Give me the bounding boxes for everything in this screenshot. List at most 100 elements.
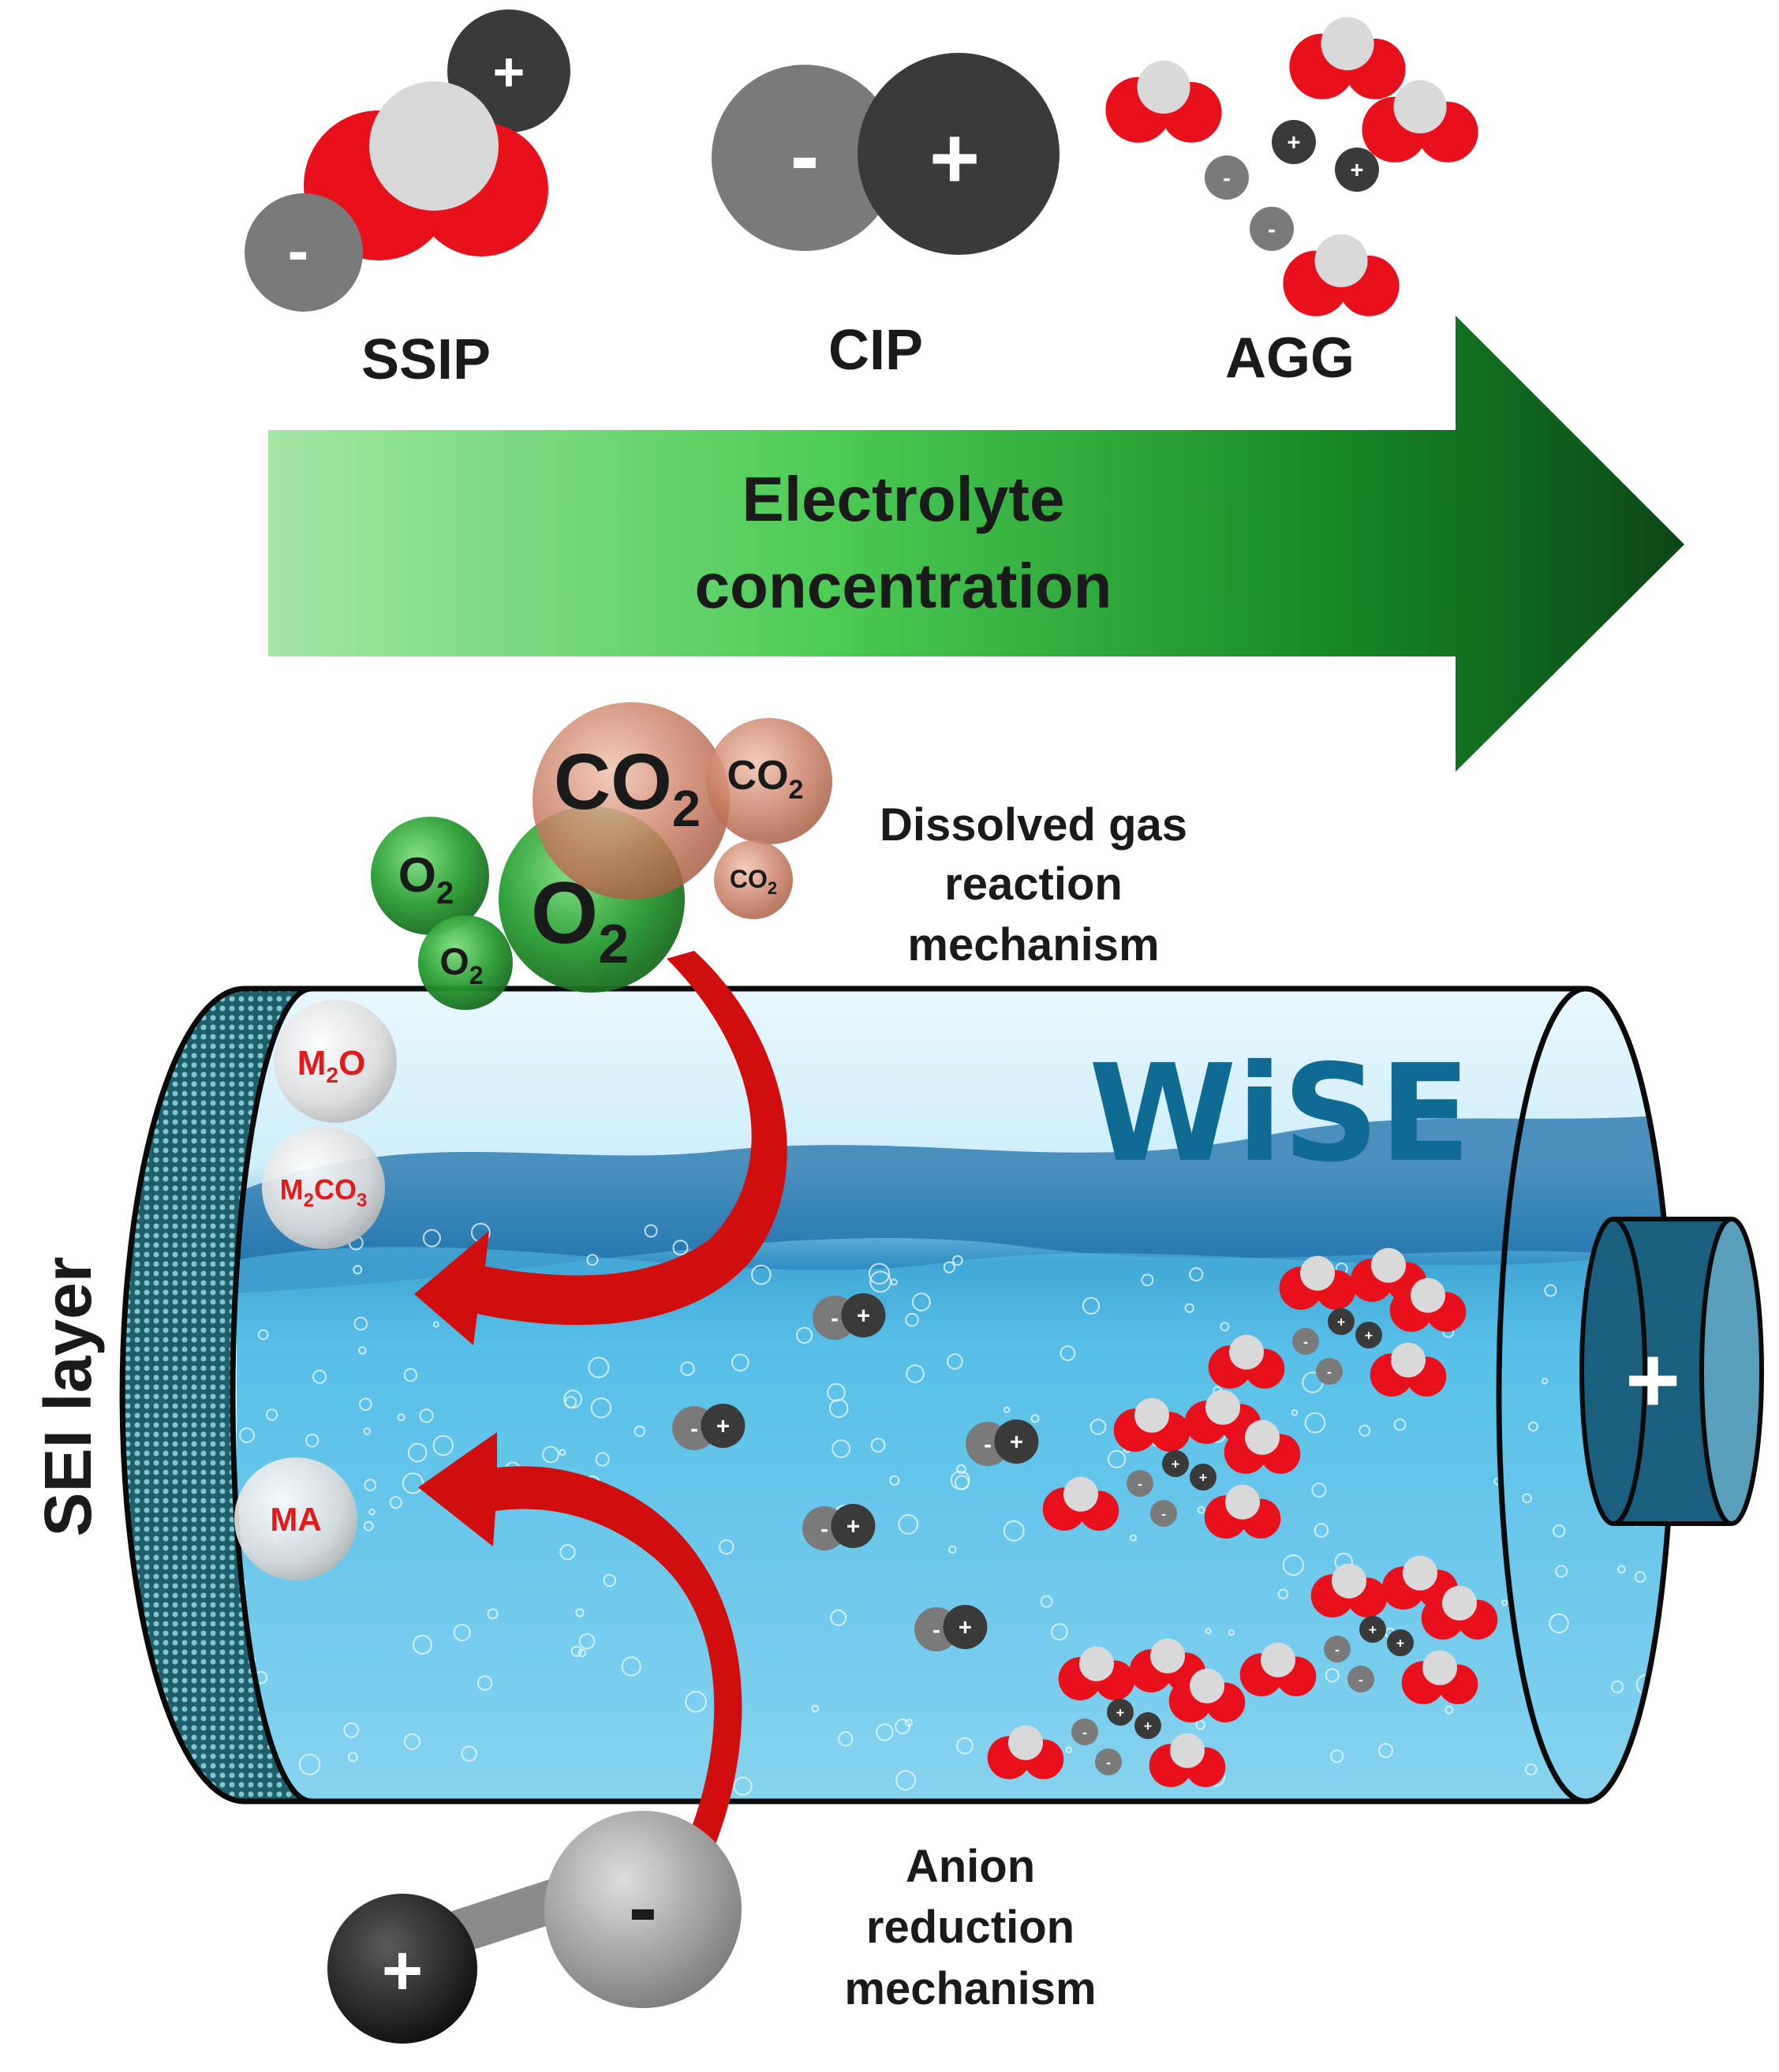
bottom-cation — [327, 1894, 477, 2044]
dissolved-ions: -+-+-+-+-+++--++--++--++-- — [672, 1247, 1498, 1787]
water-bubble — [1359, 1424, 1371, 1437]
agg-cation-sign: + — [1199, 1469, 1207, 1485]
water-bubble — [363, 1520, 374, 1532]
m2co3-bubble — [262, 1126, 385, 1249]
water-bubble — [1189, 1267, 1204, 1282]
water-bubble — [595, 1452, 610, 1467]
water-molecule — [1113, 1397, 1190, 1452]
water-bubble — [904, 1719, 913, 1727]
water-bubble — [570, 1645, 582, 1657]
agg-anion — [1316, 1358, 1343, 1385]
agg-cation-sign: + — [1396, 1635, 1404, 1651]
agg-anion-sign: - — [1335, 1641, 1340, 1657]
agg-anion-sign: - — [1359, 1671, 1363, 1687]
water-molecule — [1168, 1668, 1246, 1722]
water-bubble — [432, 1434, 454, 1457]
water-bubble — [680, 1361, 695, 1376]
pair-cation-sign: + — [1010, 1430, 1023, 1456]
water-molecule — [1149, 1733, 1226, 1787]
water-bubble — [832, 1439, 851, 1458]
water-molecule — [1042, 1476, 1119, 1531]
water-molecule — [1401, 1650, 1478, 1704]
water-bubble — [868, 1262, 891, 1285]
agg-anion-sign: - — [1138, 1475, 1142, 1491]
water-bubble — [1082, 1296, 1101, 1315]
arrow-label-line2: concentration — [695, 551, 1112, 621]
water-molecule — [1208, 1334, 1285, 1389]
pair-cation — [841, 1293, 886, 1337]
water-bubble — [911, 1292, 931, 1311]
water-bubble — [905, 1312, 919, 1327]
anion-mechanism-label-3: mechanism — [844, 1963, 1096, 2014]
water-bubble — [1544, 1284, 1557, 1297]
reducing-ion-pair: - + — [327, 1811, 742, 2044]
water-bubble — [733, 1776, 753, 1796]
water-bubble — [956, 1737, 974, 1755]
water-molecule — [1389, 1277, 1467, 1332]
cip-cation — [858, 53, 1060, 255]
water-bubble — [257, 1329, 269, 1341]
water-bubble — [588, 1356, 610, 1378]
ma-bubble — [234, 1457, 357, 1580]
water-molecule — [1289, 17, 1406, 99]
pair-cation-sign: + — [959, 1615, 972, 1641]
co2-formula: CO2 — [730, 865, 777, 898]
water-molecule — [1310, 1563, 1388, 1618]
water-bubble — [312, 1369, 327, 1384]
pair-cation — [701, 1404, 746, 1448]
bottom-anion — [544, 1811, 742, 2008]
ion-pair: -+ — [672, 1404, 746, 1450]
water-bubble — [1524, 1763, 1538, 1776]
water-bubble — [1553, 1524, 1566, 1538]
water-bubble — [796, 1326, 813, 1345]
water-bubble — [1680, 1704, 1697, 1721]
co2-formula: CO2 — [727, 753, 804, 805]
water-bubble — [575, 1608, 585, 1618]
agg-cation-sign: + — [1287, 130, 1300, 156]
water-bubble — [1291, 1409, 1299, 1416]
ion-aggregate: ++-- — [1208, 1247, 1467, 1397]
pair-cation-sign: + — [716, 1414, 730, 1440]
water-bubble — [952, 1255, 963, 1266]
water-bubble — [364, 1479, 377, 1491]
water-bubble — [1051, 1623, 1068, 1641]
water-bubble — [1282, 1554, 1304, 1576]
water-bubble — [1030, 1414, 1040, 1423]
o2-formula: O2 — [531, 865, 630, 974]
m2co3-label: M2CO3 — [280, 1173, 368, 1211]
gas-mechanism-label-1: Dissolved gas — [880, 799, 1187, 851]
water-bubble — [1205, 1628, 1212, 1635]
o2-bubble — [418, 915, 513, 1010]
agg-cation-sign: + — [1369, 1621, 1377, 1637]
agg-anion — [1205, 155, 1249, 200]
water-bubble — [1679, 1602, 1686, 1609]
water-bubble — [1378, 1743, 1393, 1759]
water-bubble — [419, 1408, 434, 1423]
water-bubble — [1228, 1629, 1235, 1636]
agg-anion — [1127, 1470, 1153, 1497]
water-bubble — [603, 1573, 617, 1588]
water-bubble — [1672, 1583, 1691, 1601]
bottom-cation-plus: + — [382, 1932, 424, 2010]
co2-bubble — [714, 840, 793, 919]
wise-label: WiSE — [1089, 1036, 1471, 1192]
water-bubble — [1325, 1668, 1340, 1683]
water-bubble — [577, 1648, 587, 1658]
water-electrolyte — [237, 989, 1697, 1801]
agg-cation — [1134, 1712, 1161, 1739]
water-bubble — [559, 1544, 576, 1561]
cip-anion — [712, 65, 898, 251]
water-bubble — [403, 1733, 421, 1750]
water-bubble — [838, 1731, 854, 1747]
water-molecule — [1370, 1342, 1447, 1397]
water-bubble — [1003, 1406, 1011, 1413]
water-bubble — [477, 1675, 493, 1691]
water-bubble — [906, 1364, 925, 1383]
water-bubble — [1129, 1534, 1137, 1542]
agg-anion — [1250, 207, 1294, 251]
water-bubble — [578, 1633, 596, 1650]
water-bubble — [353, 1265, 363, 1275]
agg-anion-sign: - — [1268, 217, 1276, 243]
pair-anion-sign: - — [690, 1416, 698, 1442]
water-bubble — [1501, 1599, 1508, 1606]
